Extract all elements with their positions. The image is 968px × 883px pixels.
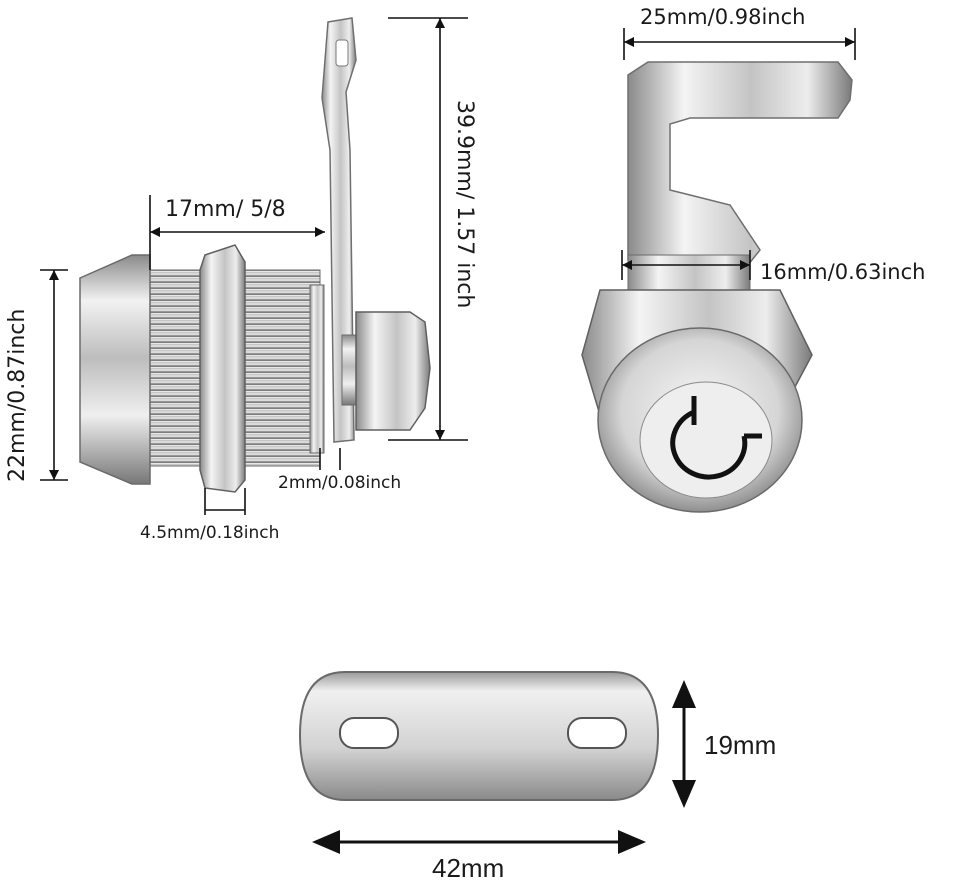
side-dimension-lines — [40, 17, 468, 515]
side-nut-label: 4.5mm/0.18inch — [140, 523, 279, 543]
side-height-label: 39.9mm/ 1.57 inch — [452, 100, 477, 308]
plate-width-label: 19mm — [704, 730, 776, 760]
plate-slot-left — [339, 717, 399, 749]
side-view-lock — [79, 17, 431, 493]
front-collar — [627, 254, 751, 296]
washer — [309, 284, 325, 454]
cam-arm-notch — [335, 39, 349, 67]
plate-dimension-arrows — [312, 680, 696, 854]
front-dimension-lines — [621, 28, 856, 280]
plate-slot-right — [567, 717, 627, 749]
front-bezel — [79, 254, 151, 485]
cam-plate — [298, 671, 660, 801]
plate-length-label: 42mm — [432, 853, 504, 883]
side-dimension-arrows — [49, 18, 445, 480]
side-length-label: 17mm/ 5/8 — [165, 197, 286, 222]
front-cam-width-label: 25mm/0.98inch — [640, 5, 805, 29]
keyway-face — [639, 381, 773, 499]
plate-body — [298, 671, 660, 801]
side-diameter-label: 22mm/0.87inch — [5, 309, 30, 482]
hex-nut — [199, 244, 246, 493]
side-washer-label: 2mm/0.08inch — [278, 473, 401, 493]
front-dimension-arrows — [622, 37, 855, 270]
front-body-width-label: 16mm/0.63inch — [760, 260, 925, 284]
keyway-icon — [670, 396, 762, 480]
nyloc-nut — [355, 311, 431, 431]
front-view-lock — [581, 61, 853, 513]
